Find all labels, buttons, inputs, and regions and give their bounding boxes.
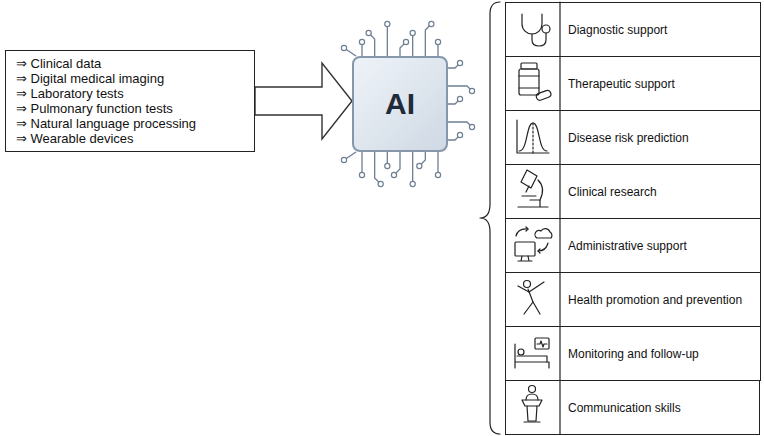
trace-pad	[385, 21, 390, 26]
trace-pad	[435, 172, 440, 177]
application-row: Monitoring and follow-up	[505, 326, 761, 381]
circuit-trace	[394, 152, 400, 175]
chip-circuit-traces	[341, 21, 474, 186]
trace-pad	[359, 39, 364, 44]
circuit-trace	[361, 152, 362, 175]
input-item: ⇒ Pulmonary function tests	[16, 101, 244, 116]
trace-pad	[359, 172, 364, 177]
application-row: Communication skills	[505, 380, 760, 435]
circuit-trace	[437, 152, 438, 175]
ai-chip: AI	[352, 56, 448, 152]
application-label: Health promotion and prevention	[568, 293, 742, 307]
application-label: Therapeutic support	[568, 77, 675, 91]
circuit-trace	[425, 24, 431, 56]
application-row: Diagnostic support	[505, 2, 761, 57]
input-item: ⇒ Digital medical imaging	[16, 71, 244, 86]
trace-pad	[341, 45, 346, 50]
trace-pad	[469, 88, 474, 93]
trace-pad	[385, 163, 390, 168]
monitor-cloud-icon	[515, 227, 552, 261]
application-row: Clinical research	[505, 164, 761, 219]
stretching-person-icon	[518, 281, 544, 315]
pill-bottle-icon	[519, 63, 552, 101]
circuit-trace	[448, 122, 472, 127]
hospital-bed-icon	[515, 338, 549, 368]
circuit-trace	[387, 24, 388, 56]
application-label: Communication skills	[568, 401, 681, 415]
application-row: Administrative support	[505, 218, 761, 273]
circuit-trace	[369, 33, 375, 56]
trace-pad	[366, 30, 371, 35]
chip-label: AI	[385, 87, 415, 121]
trace-pad	[410, 181, 415, 186]
application-row: Health promotion and prevention	[505, 272, 761, 327]
trace-pad	[378, 181, 383, 186]
circuit-trace	[412, 152, 413, 184]
stethoscope-icon	[522, 14, 550, 46]
application-row: Therapeutic support	[505, 56, 761, 111]
trace-pad	[403, 39, 408, 44]
application-label: Clinical research	[568, 185, 657, 199]
trace-pad	[410, 30, 415, 35]
application-row: Disease risk prediction	[505, 110, 761, 165]
microscope-icon	[518, 170, 548, 207]
trace-pad	[457, 60, 462, 65]
trace-pad	[341, 157, 346, 162]
circuit-trace	[412, 33, 413, 56]
trace-pad	[457, 132, 462, 137]
circuit-trace	[448, 86, 472, 91]
input-item: ⇒ Laboratory tests	[16, 86, 244, 101]
input-item: ⇒ Wearable devices	[16, 131, 244, 146]
trace-pad	[429, 21, 434, 26]
application-label: Monitoring and follow-up	[568, 347, 699, 361]
block-arrow	[255, 63, 352, 139]
trace-pad	[469, 124, 474, 129]
input-item: ⇒ Clinical data	[16, 56, 244, 71]
podium-speaker-icon	[522, 386, 542, 423]
curly-brace	[480, 2, 500, 434]
trace-pad	[435, 39, 440, 44]
bell-curve-icon	[517, 120, 549, 153]
application-label: Disease risk prediction	[568, 131, 689, 145]
input-item: ⇒ Natural language processing	[16, 116, 244, 131]
trace-pad	[417, 163, 422, 168]
application-label: Diagnostic support	[568, 23, 667, 37]
circuit-trace	[375, 152, 381, 184]
trace-pad	[391, 172, 396, 177]
application-label: Administrative support	[568, 239, 687, 253]
trace-pad	[457, 96, 462, 101]
input-list-box: ⇒ Clinical data⇒ Digital medical imaging…	[5, 50, 255, 152]
